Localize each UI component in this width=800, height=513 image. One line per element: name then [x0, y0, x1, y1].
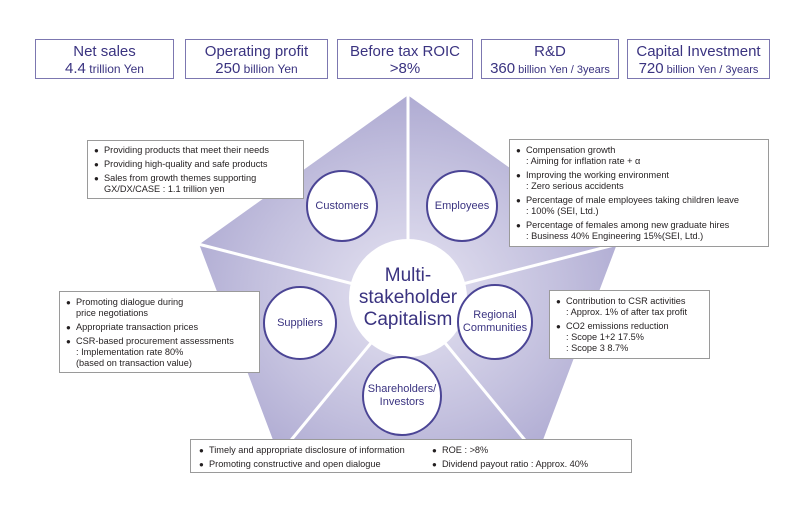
- shareholders-node: Shareholders/ Investors: [362, 356, 442, 436]
- center-line-3: Capitalism: [363, 309, 453, 330]
- center-line-2: stakeholder: [358, 287, 458, 308]
- list-item: CO2 emissions reduction : Scope 1+2 17.5…: [556, 321, 703, 354]
- regional-communities-node: Regional Communities: [457, 284, 533, 360]
- list-item: Dividend payout ratio : Approx. 40%: [432, 459, 627, 470]
- list-item: Providing products that meet their needs: [94, 145, 297, 156]
- kpi-label: R&D: [534, 43, 566, 60]
- shareholders-label: Shareholders/ Investors: [367, 383, 437, 408]
- kpi-value: 4.4 trillion Yen: [36, 60, 173, 78]
- customers-node: Customers: [306, 170, 378, 242]
- employees-label: Employees: [434, 199, 490, 212]
- shareholders-box: Timely and appropriate disclosure of inf…: [190, 439, 632, 473]
- suppliers-label: Suppliers: [277, 316, 323, 329]
- kpi-value-unit: billion Yen / 3years: [663, 64, 759, 76]
- kpi-value-unit: billion Yen / 3years: [515, 64, 610, 76]
- employees-node: Employees: [426, 170, 498, 242]
- list-item: Providing high-quality and safe products: [94, 159, 297, 170]
- kpi-value-unit: billion Yen: [240, 62, 298, 76]
- kpi-row: Net sales 4.4 trillion Yen Operating pro…: [35, 39, 770, 81]
- kpi-value: 250 billion Yen: [186, 60, 327, 78]
- kpi-net-sales: Net sales 4.4 trillion Yen: [35, 39, 174, 79]
- list-item: Promoting dialogue during price negotiat…: [66, 297, 253, 319]
- list-item: Contribution to CSR activities : Approx.…: [556, 296, 703, 318]
- employees-box: Compensation growth : Aiming for inflati…: [509, 139, 769, 247]
- list-item: Improving the working environment : Zero…: [516, 170, 762, 192]
- list-item: Promoting constructive and open dialogue: [199, 459, 439, 470]
- kpi-operating-profit: Operating profit 250 billion Yen: [185, 39, 328, 79]
- kpi-value: 720 billion Yen / 3years: [628, 60, 769, 79]
- list-item: Sales from growth themes supporting GX/D…: [94, 173, 297, 195]
- suppliers-node: Suppliers: [263, 286, 337, 360]
- list-item: Appropriate transaction prices: [66, 322, 253, 333]
- kpi-label: Before tax ROIC: [349, 43, 461, 60]
- kpi-value-number: 360: [490, 60, 516, 77]
- customers-box: Providing products that meet their needs…: [87, 140, 304, 199]
- customers-label: Customers: [315, 199, 369, 212]
- kpi-value-unit: trillion Yen: [85, 62, 144, 76]
- kpi-label: Capital Investment: [636, 43, 761, 60]
- kpi-rnd: R&D 360 billion Yen / 3years: [481, 39, 619, 79]
- list-item: ROE : >8%: [432, 445, 627, 456]
- suppliers-box: Promoting dialogue during price negotiat…: [59, 291, 260, 373]
- kpi-value-number: 4.4: [65, 60, 86, 77]
- kpi-label: Net sales: [73, 43, 136, 60]
- center-label: Multi- stakeholder Capitalism: [349, 239, 467, 357]
- kpi-label: Operating profit: [204, 43, 309, 60]
- center-line-1: Multi-: [384, 265, 432, 286]
- list-item: Compensation growth : Aiming for inflati…: [516, 145, 762, 167]
- list-item: Timely and appropriate disclosure of inf…: [199, 445, 439, 456]
- kpi-value-number: 250: [215, 60, 241, 77]
- kpi-value: >8%: [338, 60, 472, 78]
- kpi-roic: Before tax ROIC >8%: [337, 39, 473, 79]
- list-item: Percentage of male employees taking chil…: [516, 195, 762, 217]
- regional-communities-label: Regional Communities: [462, 309, 528, 334]
- kpi-value-number: 720: [638, 60, 664, 77]
- list-item: CSR-based procurement assessments : Impl…: [66, 336, 253, 369]
- kpi-capital-investment: Capital Investment 720 billion Yen / 3ye…: [627, 39, 770, 79]
- kpi-value-number: >8%: [389, 60, 421, 77]
- regional-box: Contribution to CSR activities : Approx.…: [549, 290, 710, 359]
- list-item: Percentage of females among new graduate…: [516, 220, 762, 242]
- kpi-value: 360 billion Yen / 3years: [482, 60, 618, 79]
